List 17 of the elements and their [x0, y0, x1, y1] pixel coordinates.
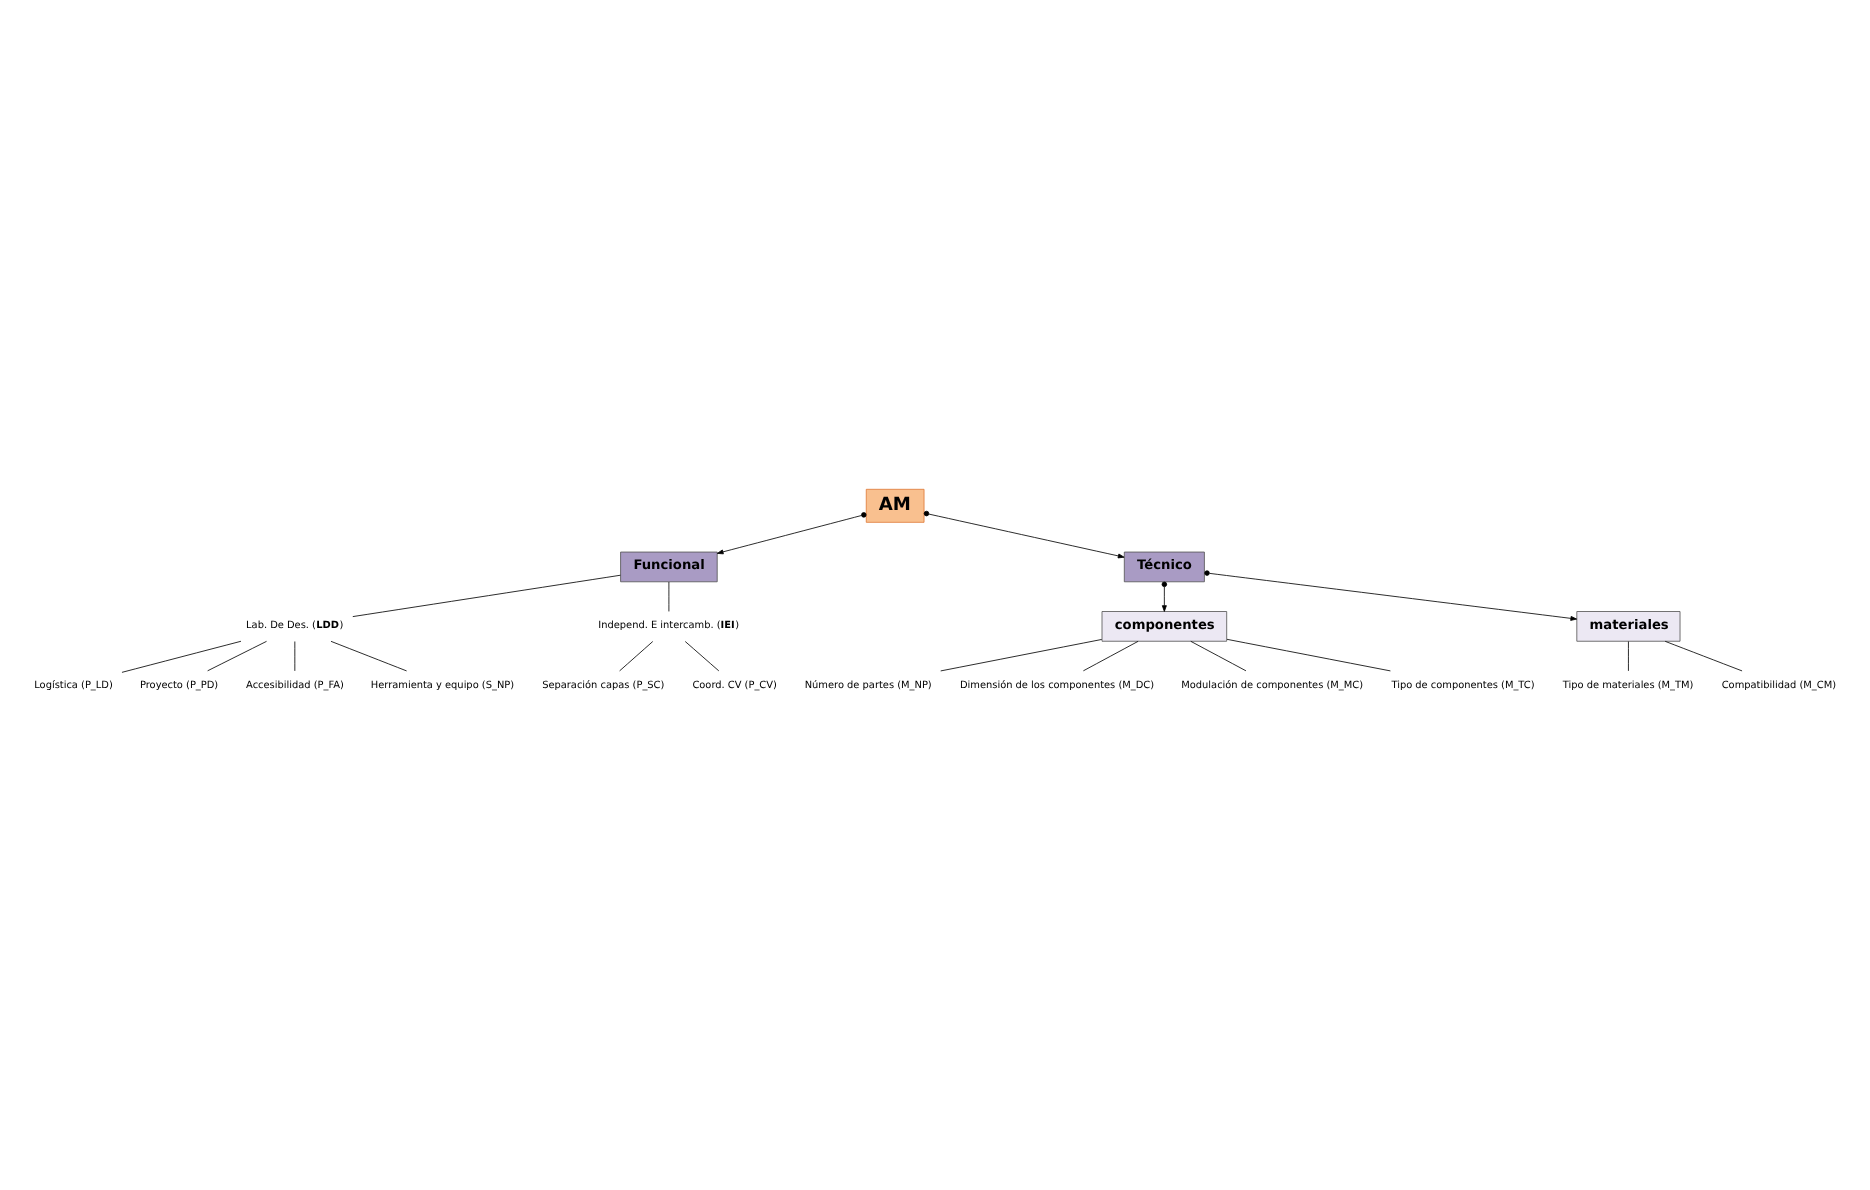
connector: [352, 574, 621, 617]
connector: [207, 640, 267, 672]
connector: [330, 640, 407, 672]
connector: [1190, 640, 1247, 672]
connector: [1226, 638, 1391, 672]
connector: [121, 640, 242, 673]
arrow: [1161, 581, 1168, 612]
connector: [1664, 640, 1743, 672]
arrow: [1204, 570, 1578, 621]
connector: [1082, 640, 1139, 672]
connector: [619, 641, 654, 672]
connector: [940, 639, 1103, 672]
connector: [1628, 641, 1629, 672]
arrow: [716, 512, 867, 555]
arrow: [923, 510, 1125, 559]
connector: [684, 641, 720, 672]
node-box: AM: [865, 488, 925, 523]
